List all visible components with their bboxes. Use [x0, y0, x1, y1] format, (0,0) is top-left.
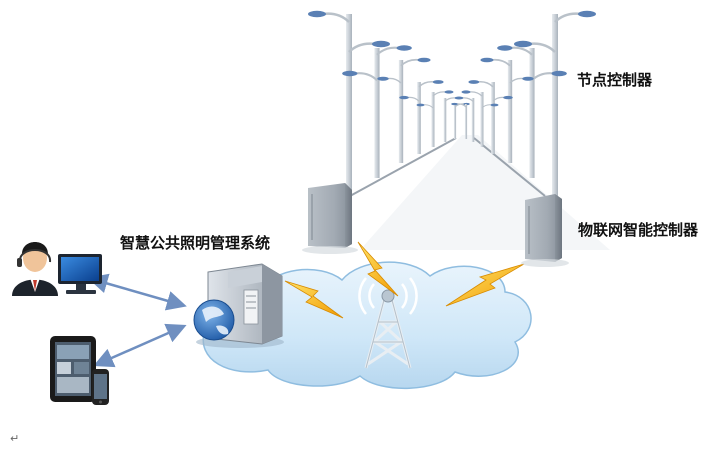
street-lamp-icon — [514, 10, 596, 196]
street-lamp-icon — [497, 45, 567, 178]
street-lamp-icon — [377, 57, 431, 163]
globe-icon — [193, 299, 235, 341]
street-lamp-icon — [461, 90, 499, 147]
street-lamp-icon — [453, 102, 470, 139]
connection-arrow — [87, 273, 187, 311]
lightning-icon — [284, 241, 525, 319]
paragraph-mark: ↵ — [10, 432, 20, 445]
road — [349, 135, 610, 250]
smartphone-icon — [92, 369, 109, 405]
lighting-system-label: 智慧公共照明管理系统 — [120, 234, 271, 252]
node-controller-label: 节点控制器 — [577, 71, 653, 89]
connection-arrow — [93, 323, 187, 368]
street-lamp-icon — [308, 10, 390, 196]
street-lamp-icon — [399, 80, 444, 154]
street-lamp-icon — [480, 57, 534, 163]
street-lamp-icon — [416, 90, 454, 147]
street-lamp-row — [308, 10, 596, 196]
user-at-computer-icon — [12, 242, 102, 296]
street-lamp-icon — [455, 96, 475, 142]
tablet-icon — [50, 336, 96, 402]
iot-controller-label: 物联网智能控制器 — [578, 221, 699, 239]
street-lamp-icon — [451, 102, 468, 139]
street-lamp-icon — [468, 80, 513, 154]
street-lamp-icon — [342, 45, 412, 178]
control-cabinet-icon — [521, 194, 569, 267]
cloud-network — [201, 261, 532, 390]
control-cabinet-icon — [302, 183, 358, 254]
